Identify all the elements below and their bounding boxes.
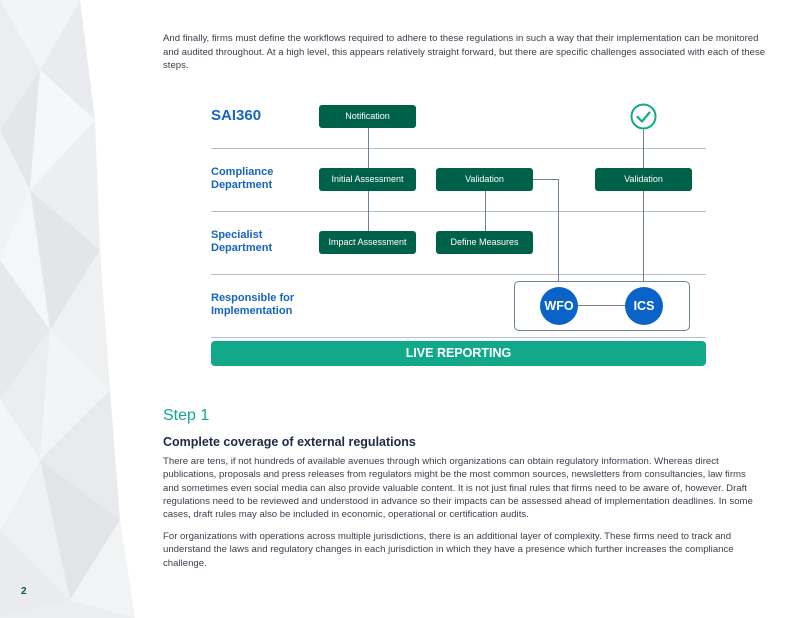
label-line: Specialist <box>211 229 263 241</box>
connector-check-ics <box>643 130 644 287</box>
initial-assessment-box: Initial Assessment <box>319 168 416 191</box>
body-paragraph-1: There are tens, if not hundreds of avail… <box>163 456 753 521</box>
body-paragraph-2: For organizations with operations across… <box>163 531 734 569</box>
connector-validation-wfo-h <box>533 179 559 180</box>
row-divider <box>211 148 706 149</box>
connector-wfo-ics <box>577 305 627 306</box>
ics-circle: ICS <box>625 287 663 325</box>
notification-box: Notification <box>319 105 416 128</box>
label-line: Implementation <box>211 305 293 317</box>
define-measures-box: Define Measures <box>436 231 533 254</box>
validation-box-final: Validation <box>595 168 692 191</box>
row-divider <box>211 274 706 275</box>
impact-assessment-box: Impact Assessment <box>319 231 416 254</box>
validation-box-compliance: Validation <box>436 168 533 191</box>
row-divider <box>211 211 706 212</box>
section-heading: Complete coverage of external regulation… <box>163 435 416 449</box>
responsible-for-implementation-label: Responsible for Implementation <box>211 292 294 318</box>
sai360-label: SAI360 <box>211 107 262 124</box>
connector-validation-wfo-v <box>558 179 559 287</box>
row-divider <box>211 337 706 338</box>
step-title: Step 1 <box>163 407 210 424</box>
compliance-department-label: Compliance Department <box>211 166 273 192</box>
specialist-department-label: Specialist Department <box>211 229 272 255</box>
live-reporting-bar: LIVE REPORTING <box>211 341 706 366</box>
decorative-polygon-background <box>0 0 135 618</box>
label-line: Department <box>211 242 273 254</box>
label-line: Department <box>211 179 273 191</box>
label-line: Compliance <box>211 166 274 178</box>
page-number: 2 <box>21 586 27 597</box>
wfo-circle: WFO <box>540 287 578 325</box>
label-line: Responsible for <box>211 292 295 304</box>
checkmark-circle-icon <box>630 103 657 130</box>
intro-paragraph: And finally, firms must define the workf… <box>163 33 766 71</box>
connector-validation-define <box>485 190 486 231</box>
